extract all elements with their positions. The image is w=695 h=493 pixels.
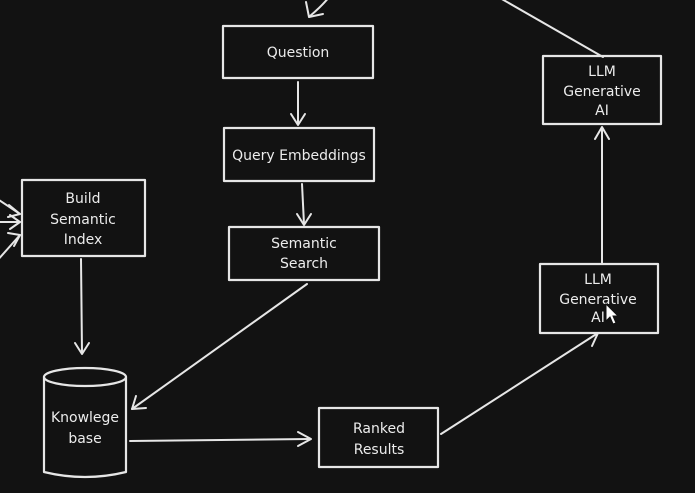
node-llm-generative-ai-lower: LLM Generative AI: [538, 262, 660, 335]
edge-llm-to-top: [501, 0, 604, 58]
node-llm-lower-label-line1: LLM: [584, 272, 612, 288]
node-question-label: Question: [267, 45, 330, 61]
node-knowledge-base-label-line2: base: [68, 431, 101, 447]
node-build-index-label-line3: Index: [64, 232, 103, 248]
node-semantic-search-label-line1: Semantic: [271, 236, 337, 252]
node-llm-upper-label-line3: AI: [595, 103, 609, 119]
node-llm-lower-label-line2: Generative: [559, 292, 637, 308]
node-build-index-label-line2: Semantic: [50, 212, 116, 228]
node-ranked-results-label-line1: Ranked: [353, 421, 405, 437]
edge-llm-lower-to-llm-upper: [594, 126, 610, 265]
edge-semantic-search-to-knowledge-base: [131, 283, 308, 410]
node-knowledge-base: Knowlege base: [42, 366, 128, 479]
edge-ranked-results-to-llm-lower: [440, 332, 599, 435]
node-llm-upper-label-line2: Generative: [563, 84, 641, 100]
node-ranked-results: Ranked Results: [317, 406, 440, 469]
node-question: Question: [221, 24, 375, 80]
node-query-embeddings: Query Embeddings: [222, 126, 376, 183]
node-llm-upper-label-line1: LLM: [588, 64, 616, 80]
mouse-pointer-icon: [605, 302, 620, 325]
node-ranked-results-label-line2: Results: [354, 442, 405, 458]
edge-question-to-query-embeddings: [290, 81, 306, 126]
node-llm-lower-label-line3: AI: [591, 310, 605, 326]
node-build-semantic-index: Build Semantic Index: [20, 178, 147, 258]
node-semantic-search: Semantic Search: [227, 225, 381, 282]
node-query-embeddings-label: Query Embeddings: [232, 148, 366, 164]
node-knowledge-base-label-line1: Knowlege: [51, 410, 119, 426]
edge-knowledge-base-to-ranked-results: [129, 431, 312, 447]
node-build-index-label-line1: Build: [65, 191, 100, 207]
edge-incoming-top: [305, 0, 328, 18]
edge-build-index-to-knowledge-base: [74, 258, 90, 355]
node-semantic-search-label-line2: Search: [280, 256, 328, 272]
node-llm-generative-ai-upper: LLM Generative AI: [541, 54, 663, 126]
edge-query-embeddings-to-semantic-search: [296, 183, 312, 226]
edge-incoming-build-index: [0, 199, 21, 260]
